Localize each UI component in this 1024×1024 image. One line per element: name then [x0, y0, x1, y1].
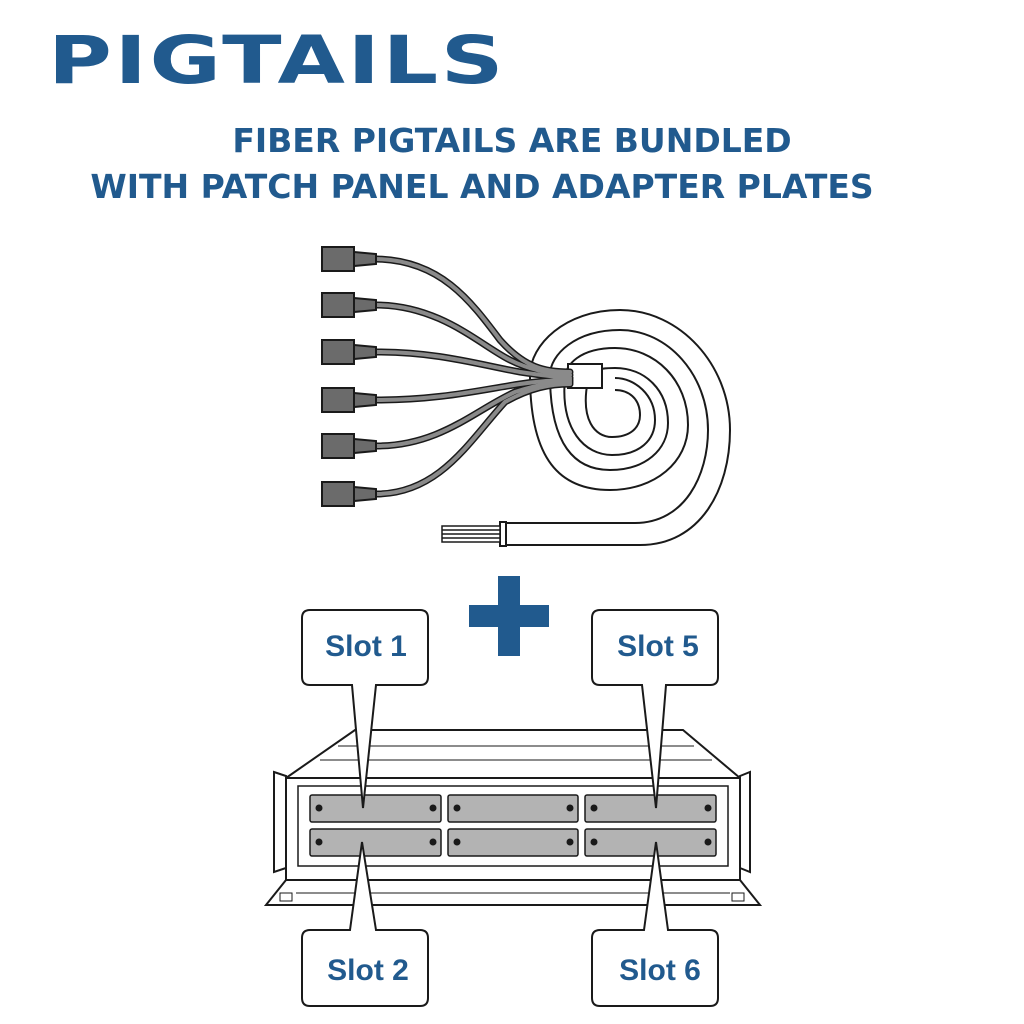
callout-slot-6: Slot 6 — [591, 841, 719, 1007]
callout-slot-5: Slot 5 — [591, 609, 719, 809]
page-title: PIGTAILS — [48, 22, 507, 99]
callout-slot-1: Slot 1 — [301, 609, 429, 809]
slot-6-label: Slot 6 — [619, 954, 701, 987]
fiber-pigtail-bundle-icon — [321, 246, 732, 547]
callout-slot-2: Slot 2 — [301, 841, 429, 1007]
plus-icon — [469, 576, 549, 656]
subtitle-line-1: FIBER PIGTAILS ARE BUNDLED — [232, 121, 792, 160]
slot-5-label: Slot 5 — [617, 630, 699, 663]
slot-1-label: Slot 1 — [325, 630, 407, 663]
patch-panel-icon — [263, 729, 763, 906]
subtitle-line-2: WITH PATCH PANEL AND ADAPTER PLATES — [90, 167, 874, 206]
slot-2-label: Slot 2 — [327, 954, 409, 987]
subtitle: FIBER PIGTAILS ARE BUNDLED WITH PATCH PA… — [0, 118, 1024, 210]
